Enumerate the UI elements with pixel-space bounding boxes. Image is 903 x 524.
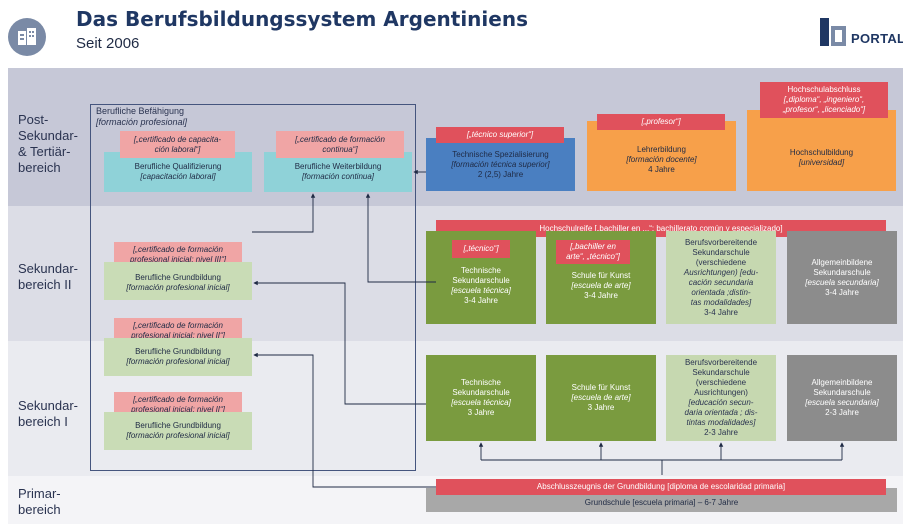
row-label-sek2: Sekundar-bereich II <box>18 261 78 292</box>
box-grundbildung-sek2: Berufliche Grundbildung[formación profes… <box>104 262 252 300</box>
page-subtitle: Seit 2006 <box>76 35 140 52</box>
arrow-sek1-to-grundbildung-sek2 <box>253 280 426 405</box>
cert-tecnico: [„técnico“] <box>452 240 510 258</box>
box-kunst-sek1: Schule für Kunst[escuela de arte]3 Jahre <box>546 355 656 441</box>
box-weiterbildung: Berufliche Weiterbildung[formación conti… <box>264 152 412 192</box>
arrow-prim-hline <box>481 459 663 475</box>
bq-logo-icon <box>820 18 846 46</box>
row-label-post: Post-Sekundar-& Tertiär-bereich <box>18 112 78 175</box>
arrow-sek2-to-weiterbildung <box>365 193 436 283</box>
box-hochschulbildung: Hochschulbildung[universidad] <box>747 110 896 191</box>
vocational-frame <box>90 104 416 471</box>
page-title: Das Berufsbildungssystem Argentiniens <box>76 7 528 31</box>
frame-title: Berufliche Befähigung [formación profesi… <box>96 106 188 127</box>
cert-abschlusszeugnis: Abschlusszeugnis der Grundbildung [diplo… <box>436 479 886 495</box>
cert-profesor: [„profesor“] <box>597 114 725 130</box>
row-label-sek1: Sekundar-bereich I <box>18 398 78 429</box>
arrow-prim-to-grundbildung <box>253 352 436 488</box>
box-grundbildung-sek1-bottom: Berufliche Grundbildung[formación profes… <box>104 412 252 450</box>
brand-logo[interactable]: PORTAL <box>820 14 903 54</box>
brand-name: PORTAL <box>851 31 903 46</box>
box-lehrerbildung: Lehrerbildung[formación docente]4 Jahre <box>587 121 736 191</box>
cert-hochschulabschluss: Hochschulabschluss[„diploma“, „ingeniero… <box>760 82 888 118</box>
row-label-prim: Primar-bereich <box>18 486 61 517</box>
arrow-grundbildung-to-weiterbildung <box>252 193 316 233</box>
header-logo-icon <box>8 18 46 56</box>
building-icon <box>18 28 36 45</box>
box-grundbildung-sek1-top: Berufliche Grundbildung[formación profes… <box>104 338 252 376</box>
box-spezialisierung: Technische Spezialisierung[formación téc… <box>426 138 575 191</box>
box-qualifizierung: Berufliche Qualifizierung[capacitación l… <box>104 152 252 192</box>
cert-tecnico-superior: [„técnico superior“] <box>436 127 564 143</box>
cert-laboral: [„certificado de capacita-ción laboral“] <box>120 131 235 158</box>
